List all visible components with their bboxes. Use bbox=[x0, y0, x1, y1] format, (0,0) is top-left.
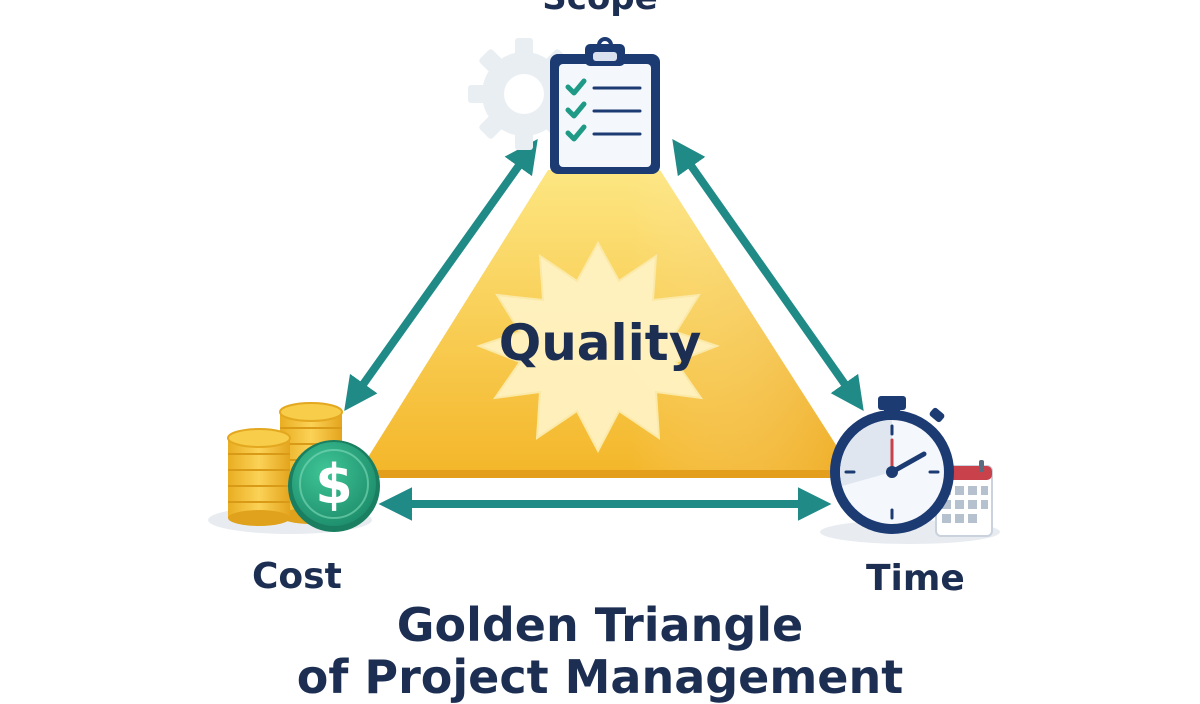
diagram-title-line-2: of Project Management bbox=[296, 650, 904, 704]
scope-time-arrow bbox=[672, 139, 864, 411]
golden-triangle-diagram: $ bbox=[208, 37, 1000, 544]
scope-cost-arrow bbox=[344, 139, 538, 411]
dollar-coin-icon: $ bbox=[288, 440, 380, 532]
time-label: Time bbox=[866, 558, 965, 599]
diagram-title-line-1: Golden Triangle bbox=[396, 598, 804, 652]
svg-text:$: $ bbox=[315, 453, 353, 516]
scope-label: Scope bbox=[0, 0, 1200, 18]
cost-label: Cost bbox=[252, 556, 342, 597]
stopwatch-icon bbox=[830, 396, 954, 534]
clipboard-checklist-icon bbox=[550, 37, 660, 174]
quality-label: Quality bbox=[498, 314, 702, 372]
